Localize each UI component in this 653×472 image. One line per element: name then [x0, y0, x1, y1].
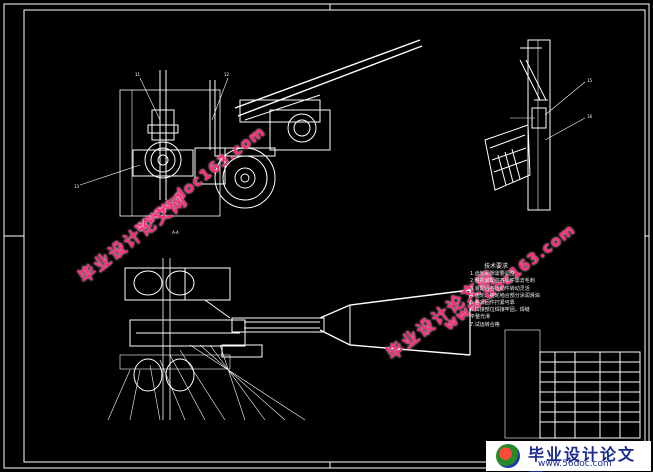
svg-text:13: 13 — [74, 184, 80, 189]
technical-notes: 技术要求 1.齿轮间隙需要调整 2.整机装配前各零件需去毛刺 3.装配后各运动件… — [470, 263, 560, 329]
notes-line: 5.各紧固件拧紧可靠 — [470, 300, 515, 307]
svg-text:16: 16 — [587, 114, 593, 119]
plan-view — [107, 258, 471, 421]
notes-line: 2.整机装配前各零件需去毛刺 — [470, 278, 535, 285]
notes-line: 1.齿轮间隙需要调整 — [470, 271, 515, 278]
svg-text:12: 12 — [224, 72, 230, 77]
notes-line: 7.试运转合格 — [470, 321, 500, 328]
notes-line: 4.齿轮、链轮啮合部分涂润滑油 — [470, 292, 540, 299]
notes-heading: 技术要求 — [484, 263, 509, 270]
title-block — [504, 329, 641, 439]
footer-site-name: 毕业设计论文网 — [528, 445, 637, 472]
notes-line: 3.装配后各运动件转动灵活 — [470, 285, 530, 292]
side-view: 15 16 — [484, 39, 593, 211]
notes-line: 6.焊接部位焊接牢固，焊缝 — [470, 307, 530, 314]
site-logo-icon — [496, 444, 520, 468]
footer-banner: 毕业设计论文网 www.56doc.com — [486, 441, 651, 472]
footer-site-url: www.56doc.com — [538, 459, 612, 469]
svg-text:11: 11 — [135, 72, 141, 77]
front-view: 11 12 13 A-A — [74, 39, 423, 235]
svg-text:A-A: A-A — [172, 230, 179, 235]
svg-text:15: 15 — [587, 78, 593, 83]
notes-line: 平整光滑 — [470, 314, 491, 321]
